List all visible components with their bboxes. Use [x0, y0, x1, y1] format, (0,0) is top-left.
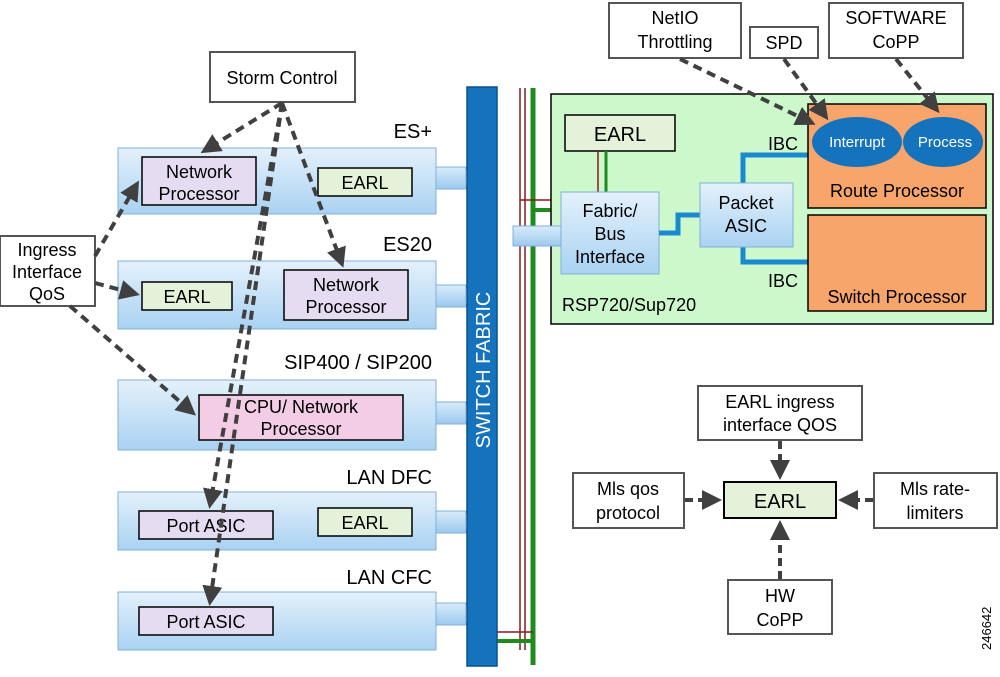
route-processor-label: Route Processor: [830, 181, 964, 201]
storm-control-label: Storm Control: [226, 68, 337, 88]
earl-center-label: EARL: [754, 491, 806, 513]
ibc-top-label: IBC: [768, 134, 798, 154]
mls-qos-label: protocol: [596, 503, 660, 523]
cpu-network-processor-label: Processor: [260, 419, 341, 439]
rsp-title: RSP720/Sup720: [562, 295, 696, 315]
interrupt-label: Interrupt: [829, 134, 886, 151]
netio-label: NetIO: [651, 8, 698, 28]
mls-rate-label: limiters: [907, 503, 964, 523]
port-asic-label: Port ASIC: [166, 516, 245, 536]
earl-inputs-diagram: EARL ingress interface QOS EARL Mls qos …: [572, 385, 998, 635]
card-title-es-plus: ES+: [394, 121, 432, 143]
mls-qos-label: Mls qos: [597, 479, 659, 499]
hw-copp-label: CoPP: [756, 610, 803, 630]
top-labels: NetIO Throttling SPD SOFTWARE CoPP: [608, 2, 964, 59]
software-copp-label: SOFTWARE: [845, 8, 946, 28]
card-title-lan-dfc: LAN DFC: [346, 467, 432, 489]
hw-copp-label: HW: [765, 586, 795, 606]
switch-fabric: SWITCH FABRIC: [466, 86, 498, 667]
bus-lines: [497, 88, 560, 665]
card-lan-dfc: LAN DFC Port ASIC EARL: [117, 467, 498, 551]
fabric-bus-label: Fabric/: [582, 201, 637, 221]
port-asic-label: Port ASIC: [166, 612, 245, 632]
ingress-qos-label: Ingress: [17, 240, 76, 260]
mls-rate-label: Mls rate-: [900, 479, 970, 499]
card-lan-cfc: LAN CFC Port ASIC: [117, 567, 498, 651]
card-es20: ES20 EARL Network Processor: [117, 234, 498, 330]
packet-asic-label: Packet: [718, 193, 773, 213]
rsp-earl-label: EARL: [594, 124, 646, 146]
switch-processor-label: Switch Processor: [827, 287, 966, 307]
card-es-plus: ES+ Network Processor EARL: [117, 121, 498, 215]
network-processor-label: Processor: [158, 184, 239, 204]
card-sip: SIP400 / SIP200 CPU/ Network Processor: [117, 352, 498, 451]
rsp720-module: RSP720/Sup720 EARL Fabric/ Bus Interface…: [512, 93, 994, 325]
earl-label: EARL: [163, 287, 210, 307]
dashed-arrows: [68, 57, 940, 606]
spd-label: SPD: [765, 33, 802, 53]
ibc-bottom-label: IBC: [768, 271, 798, 291]
software-copp-label: CoPP: [872, 32, 919, 52]
ingress-qos-label: Interface: [12, 262, 82, 282]
switch-fabric-label: SWITCH FABRIC: [473, 292, 495, 449]
earl-ingress-label: EARL ingress: [725, 392, 834, 412]
cpu-network-processor-label: CPU/ Network: [244, 397, 359, 417]
fabric-bus-label: Interface: [575, 247, 645, 267]
card-title-lan-cfc: LAN CFC: [346, 567, 432, 589]
netio-label: Throttling: [637, 32, 712, 52]
packet-asic-label: ASIC: [725, 216, 767, 236]
fabric-bus-label: Bus: [594, 224, 625, 244]
card-title-sip: SIP400 / SIP200: [284, 352, 432, 374]
card-title-es20: ES20: [383, 234, 432, 256]
process-label: Process: [918, 134, 972, 151]
earl-label: EARL: [341, 513, 388, 533]
network-processor-label: Network: [313, 275, 380, 295]
earl-ingress-label: interface QOS: [723, 415, 837, 435]
network-processor-label: Processor: [305, 297, 386, 317]
network-processor-label: Network: [166, 162, 233, 182]
ingress-qos-label: QoS: [29, 284, 65, 304]
earl-label: EARL: [341, 173, 388, 193]
left-labels: Storm Control Ingress Interface QoS: [0, 51, 356, 307]
figure-id: 246642: [979, 607, 994, 650]
